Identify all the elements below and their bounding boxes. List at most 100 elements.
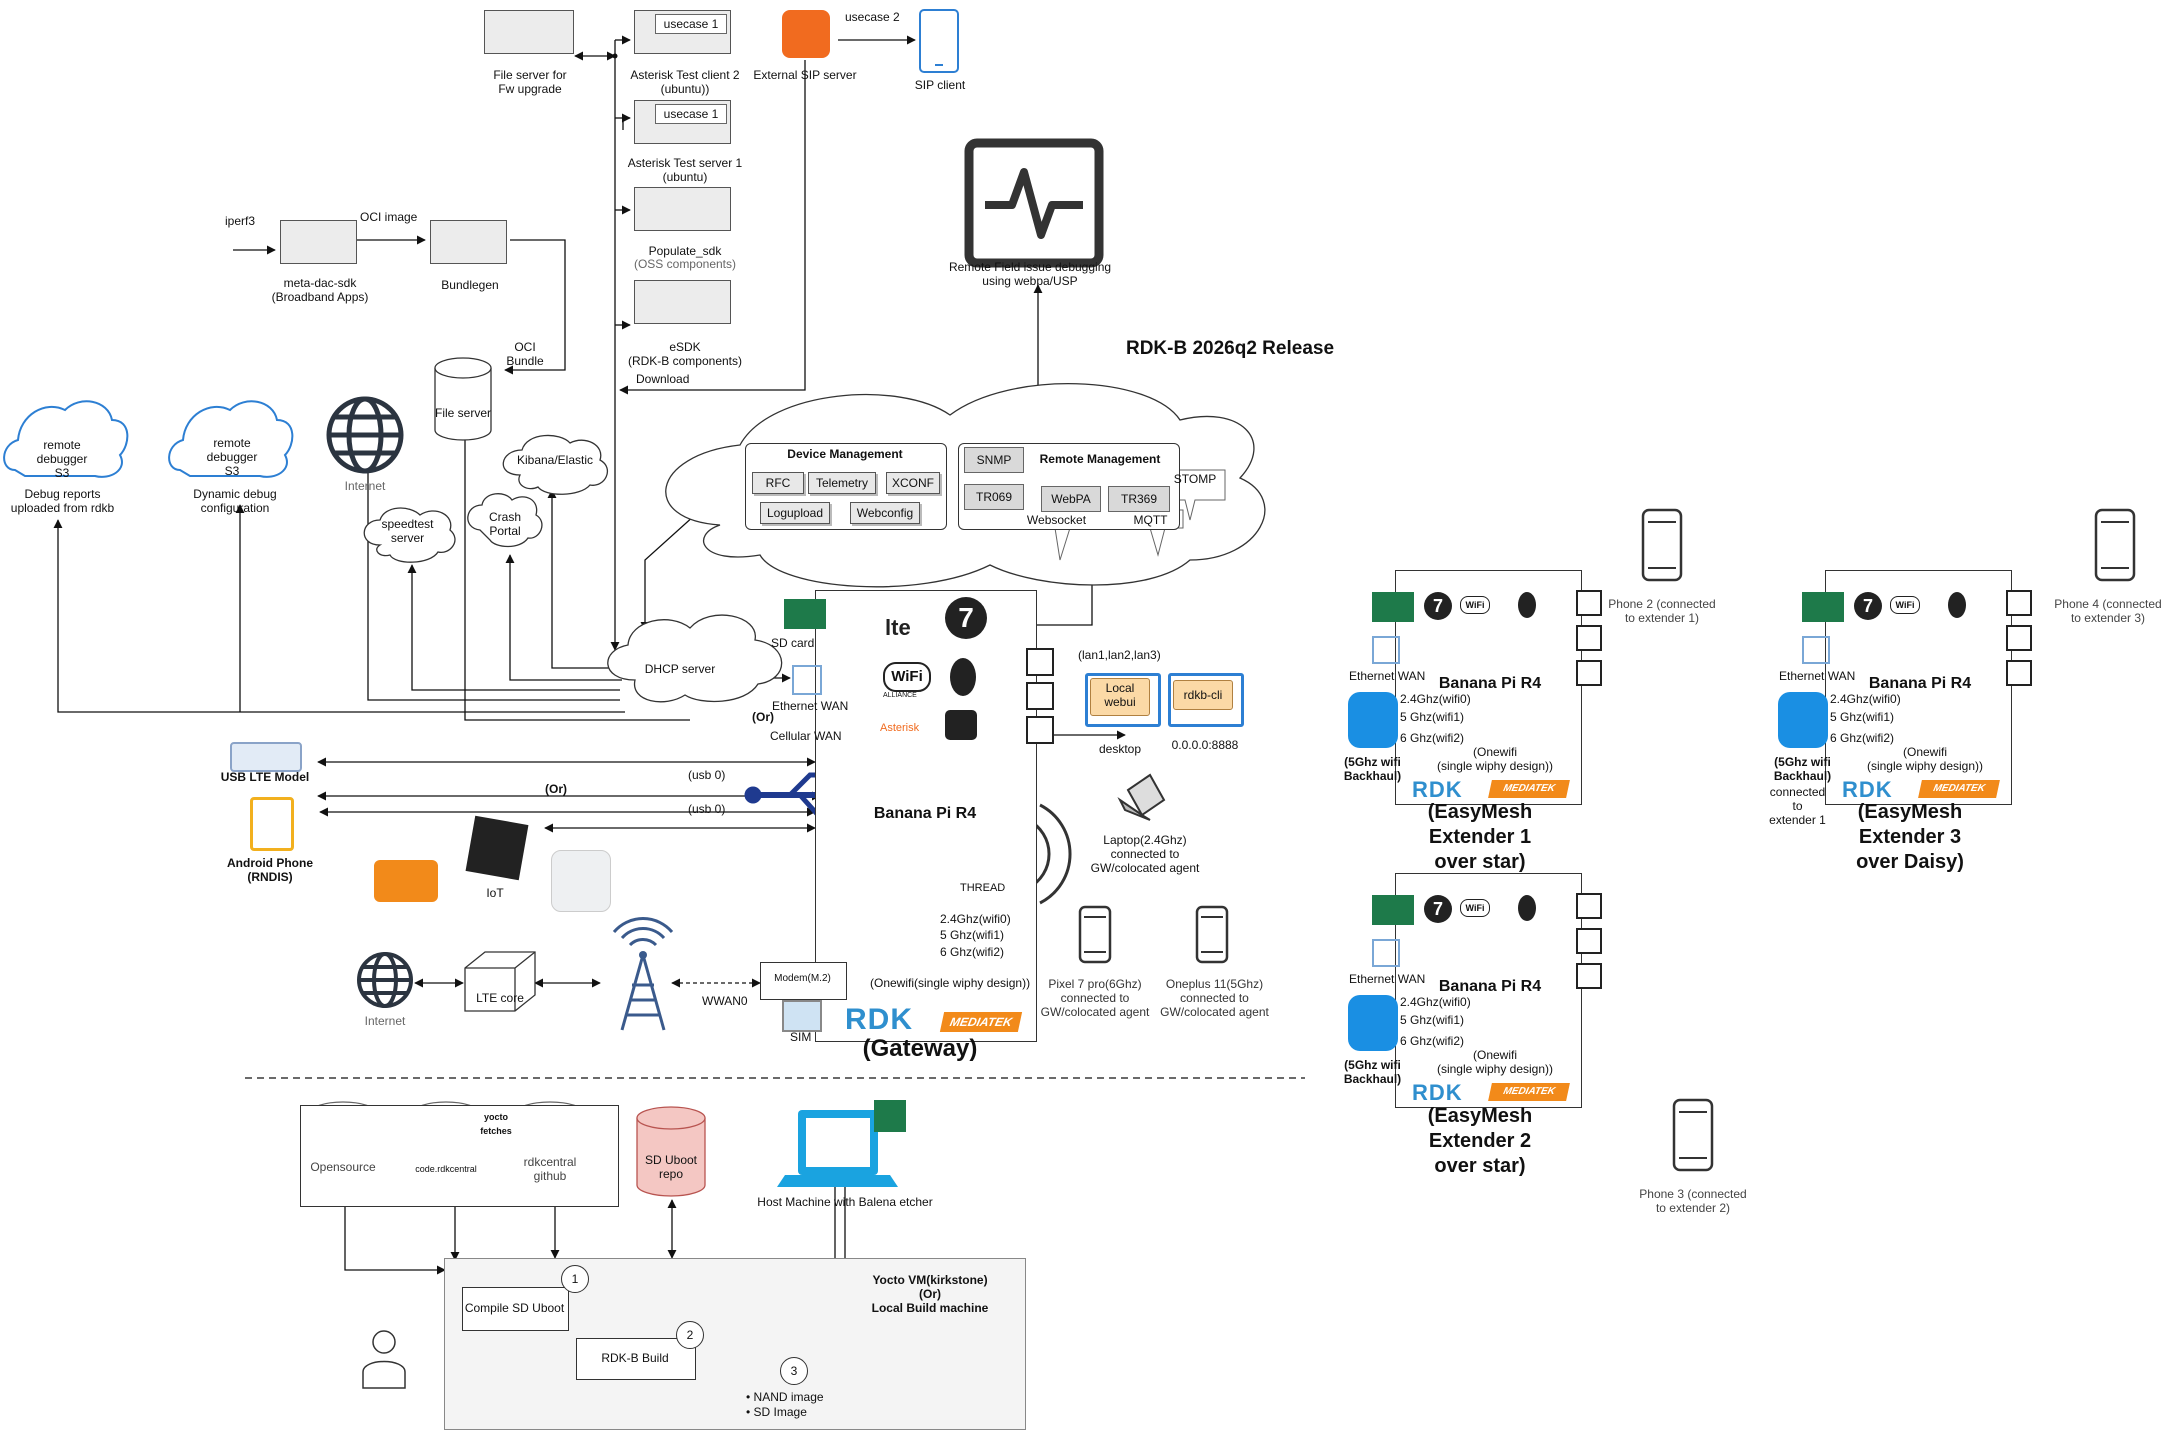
webconfig-button[interactable]: Webconfig (850, 502, 920, 524)
gw-wifi5: 5 Ghz(wifi1) (940, 928, 1005, 942)
ext2-port-3 (1576, 963, 1602, 989)
ext1-board-label: Banana Pi R4 (1438, 675, 1542, 692)
sim-label: SIM (790, 1030, 812, 1044)
populate-sdk-label: Populate_sdk (648, 244, 722, 258)
ext1-onewifi: (Onewifi (single wiphy design)) (1436, 745, 1554, 773)
ext3-wifi24: 2.4Ghz(wifi0) (1830, 692, 1901, 706)
ext3-wifi-icon (1778, 692, 1828, 748)
ext1-ethernet-wan: Ethernet WAN (1349, 669, 1426, 683)
iperf3-label: iperf3 (225, 214, 256, 228)
ext1-sd-card-icon (1372, 592, 1414, 622)
ext2-port-1 (1576, 893, 1602, 919)
rdk-logo-gw: RDK (845, 1003, 913, 1036)
ext2-board-label: Banana Pi R4 (1438, 978, 1542, 995)
opensource-label: Opensource (310, 1160, 376, 1174)
webpa-button[interactable]: WebPA (1041, 486, 1101, 512)
telemetry-button[interactable]: Telemetry (808, 472, 876, 494)
lte-core-label: LTE core (476, 991, 524, 1005)
ext2-onewifi: (Onewifi (single wiphy design)) (1436, 1048, 1554, 1076)
ext3-sd-card-icon (1802, 592, 1844, 622)
output-nand: • NAND image (746, 1390, 824, 1404)
ext3-mediatek-logo: MEDIATEK (1918, 780, 2000, 798)
ext3-wifi5: 5 Ghz(wifi1) (1830, 710, 1895, 724)
crash-portal-label: Crash Portal (488, 510, 521, 538)
or-label: (Or) (545, 782, 567, 796)
rdkb-build-label: RDK-B Build (601, 1351, 669, 1365)
usb-lte-icon (230, 742, 302, 772)
esdk-label: eSDK (RDK-B components) (627, 340, 743, 368)
snmp-button[interactable]: SNMP (964, 447, 1024, 473)
ext1-port-2 (1576, 625, 1602, 651)
debug-reports-label: Debug reports uploaded from rdkb (10, 487, 115, 515)
remote-debugger-2-label: remote debugger S3 (206, 436, 258, 478)
rdkb-build-box[interactable] (576, 1338, 696, 1380)
oss-components-label: (OSS components) (633, 257, 737, 271)
ext3-wifi7-logo: 7 (1854, 592, 1882, 620)
ext1-port-1 (1576, 590, 1602, 616)
lan-port-3 (1026, 716, 1054, 744)
alliance-label: ALLIANCE (883, 692, 917, 699)
ext3-label: (EasyMesh Extender 3 over Daisy) (1856, 801, 1964, 873)
computer-icon-fileserver (484, 10, 574, 54)
compile-uboot-box[interactable] (462, 1287, 569, 1331)
ext1-matter-icon (1518, 592, 1536, 618)
ext2-phone-label: Phone 3 (connected to extender 2) (1639, 1187, 1747, 1215)
usecase2-label: usecase 2 (845, 10, 900, 24)
speedtest-label: speedtest server (381, 517, 434, 545)
ip-label: 0.0.0.0:8888 (1171, 738, 1239, 752)
dynamic-debug-label: Dynamic debug configuration (193, 487, 277, 515)
host-machine-label: Host Machine with Balena etcher (757, 1195, 933, 1209)
ext2-rdk-logo: RDK (1412, 1080, 1463, 1105)
gw-wifi24: 2.4Ghz(wifi0) (940, 912, 1011, 926)
build-vm-box (444, 1258, 1026, 1430)
iot-board-icon (465, 815, 529, 881)
computer-icon-populate (634, 187, 731, 231)
xconf-button[interactable]: XCONF (886, 472, 940, 494)
cellular-wan-label: Cellular WAN (770, 729, 842, 743)
sip-server-icon (782, 10, 830, 58)
oci-image-label: OCI image (360, 210, 418, 224)
gateway-board-label: Banana Pi R4 (873, 805, 977, 822)
page-title: RDK-B 2026q2 Release (1125, 338, 1335, 359)
step1-badge: 1 (561, 1265, 589, 1293)
step2-badge: 2 (676, 1321, 704, 1349)
modem-label: Modem(M.2) (774, 973, 831, 984)
thread-label: THREAD (960, 882, 1006, 894)
mqtt-label: MQTT (1133, 513, 1168, 527)
device-management-title: Device Management (787, 447, 903, 461)
local-webui-button[interactable]: Local webui (1090, 678, 1150, 716)
wifi-alliance-logo: WiFi (883, 662, 931, 692)
ext1-rdk-logo: RDK (1412, 777, 1463, 802)
output-sd-label: SD Image (753, 1405, 807, 1419)
remote-management-title: Remote Management (1039, 452, 1161, 466)
rdkb-cli-button[interactable]: rdkb-cli (1173, 680, 1233, 710)
logupload-button[interactable]: Logupload (760, 502, 830, 524)
ext2-label: (EasyMesh Extender 2 over star) (1427, 1105, 1533, 1177)
meta-dac-label: meta-dac-sdk (Broadband Apps) (271, 276, 369, 304)
ext1-wifi5: 5 Ghz(wifi1) (1400, 710, 1465, 724)
asterisk-label: Asterisk (880, 722, 920, 734)
external-sip-label: External SIP server (753, 68, 857, 82)
computer-icon-metadac (280, 220, 357, 264)
wifi7-logo: 7 (945, 597, 987, 639)
gw-onewifi: (Onewifi(single wiphy design)) (870, 976, 1031, 990)
gateway-label: (Gateway) (862, 1035, 978, 1062)
modem-box (760, 962, 847, 1000)
code-rdkcentral-label: code.rdkcentral (415, 1164, 477, 1174)
usb-lte-label: USB LTE Model (220, 770, 310, 784)
sim-icon (782, 1000, 822, 1032)
tr069-button[interactable]: TR069 (964, 484, 1024, 510)
pixel-label: Pixel 7 pro(6Ghz) connected to GW/coloca… (1040, 977, 1150, 1019)
ext3-port-3 (2006, 660, 2032, 686)
gw-or-label: (Or) (752, 710, 774, 724)
wwan0-label: WWAN0 (702, 994, 748, 1008)
kibana-label: Kibana/Elastic (516, 453, 594, 467)
sip-client-label: SIP client (914, 78, 966, 92)
usb0-b-label: (usb 0) (688, 802, 726, 816)
usb0-a-label: (usb 0) (688, 768, 726, 782)
bundlegen-label: Bundlegen (441, 278, 499, 292)
rfc-button[interactable]: RFC (752, 472, 804, 494)
tr369-button[interactable]: TR369 (1108, 486, 1170, 512)
matter-icon (950, 658, 976, 696)
